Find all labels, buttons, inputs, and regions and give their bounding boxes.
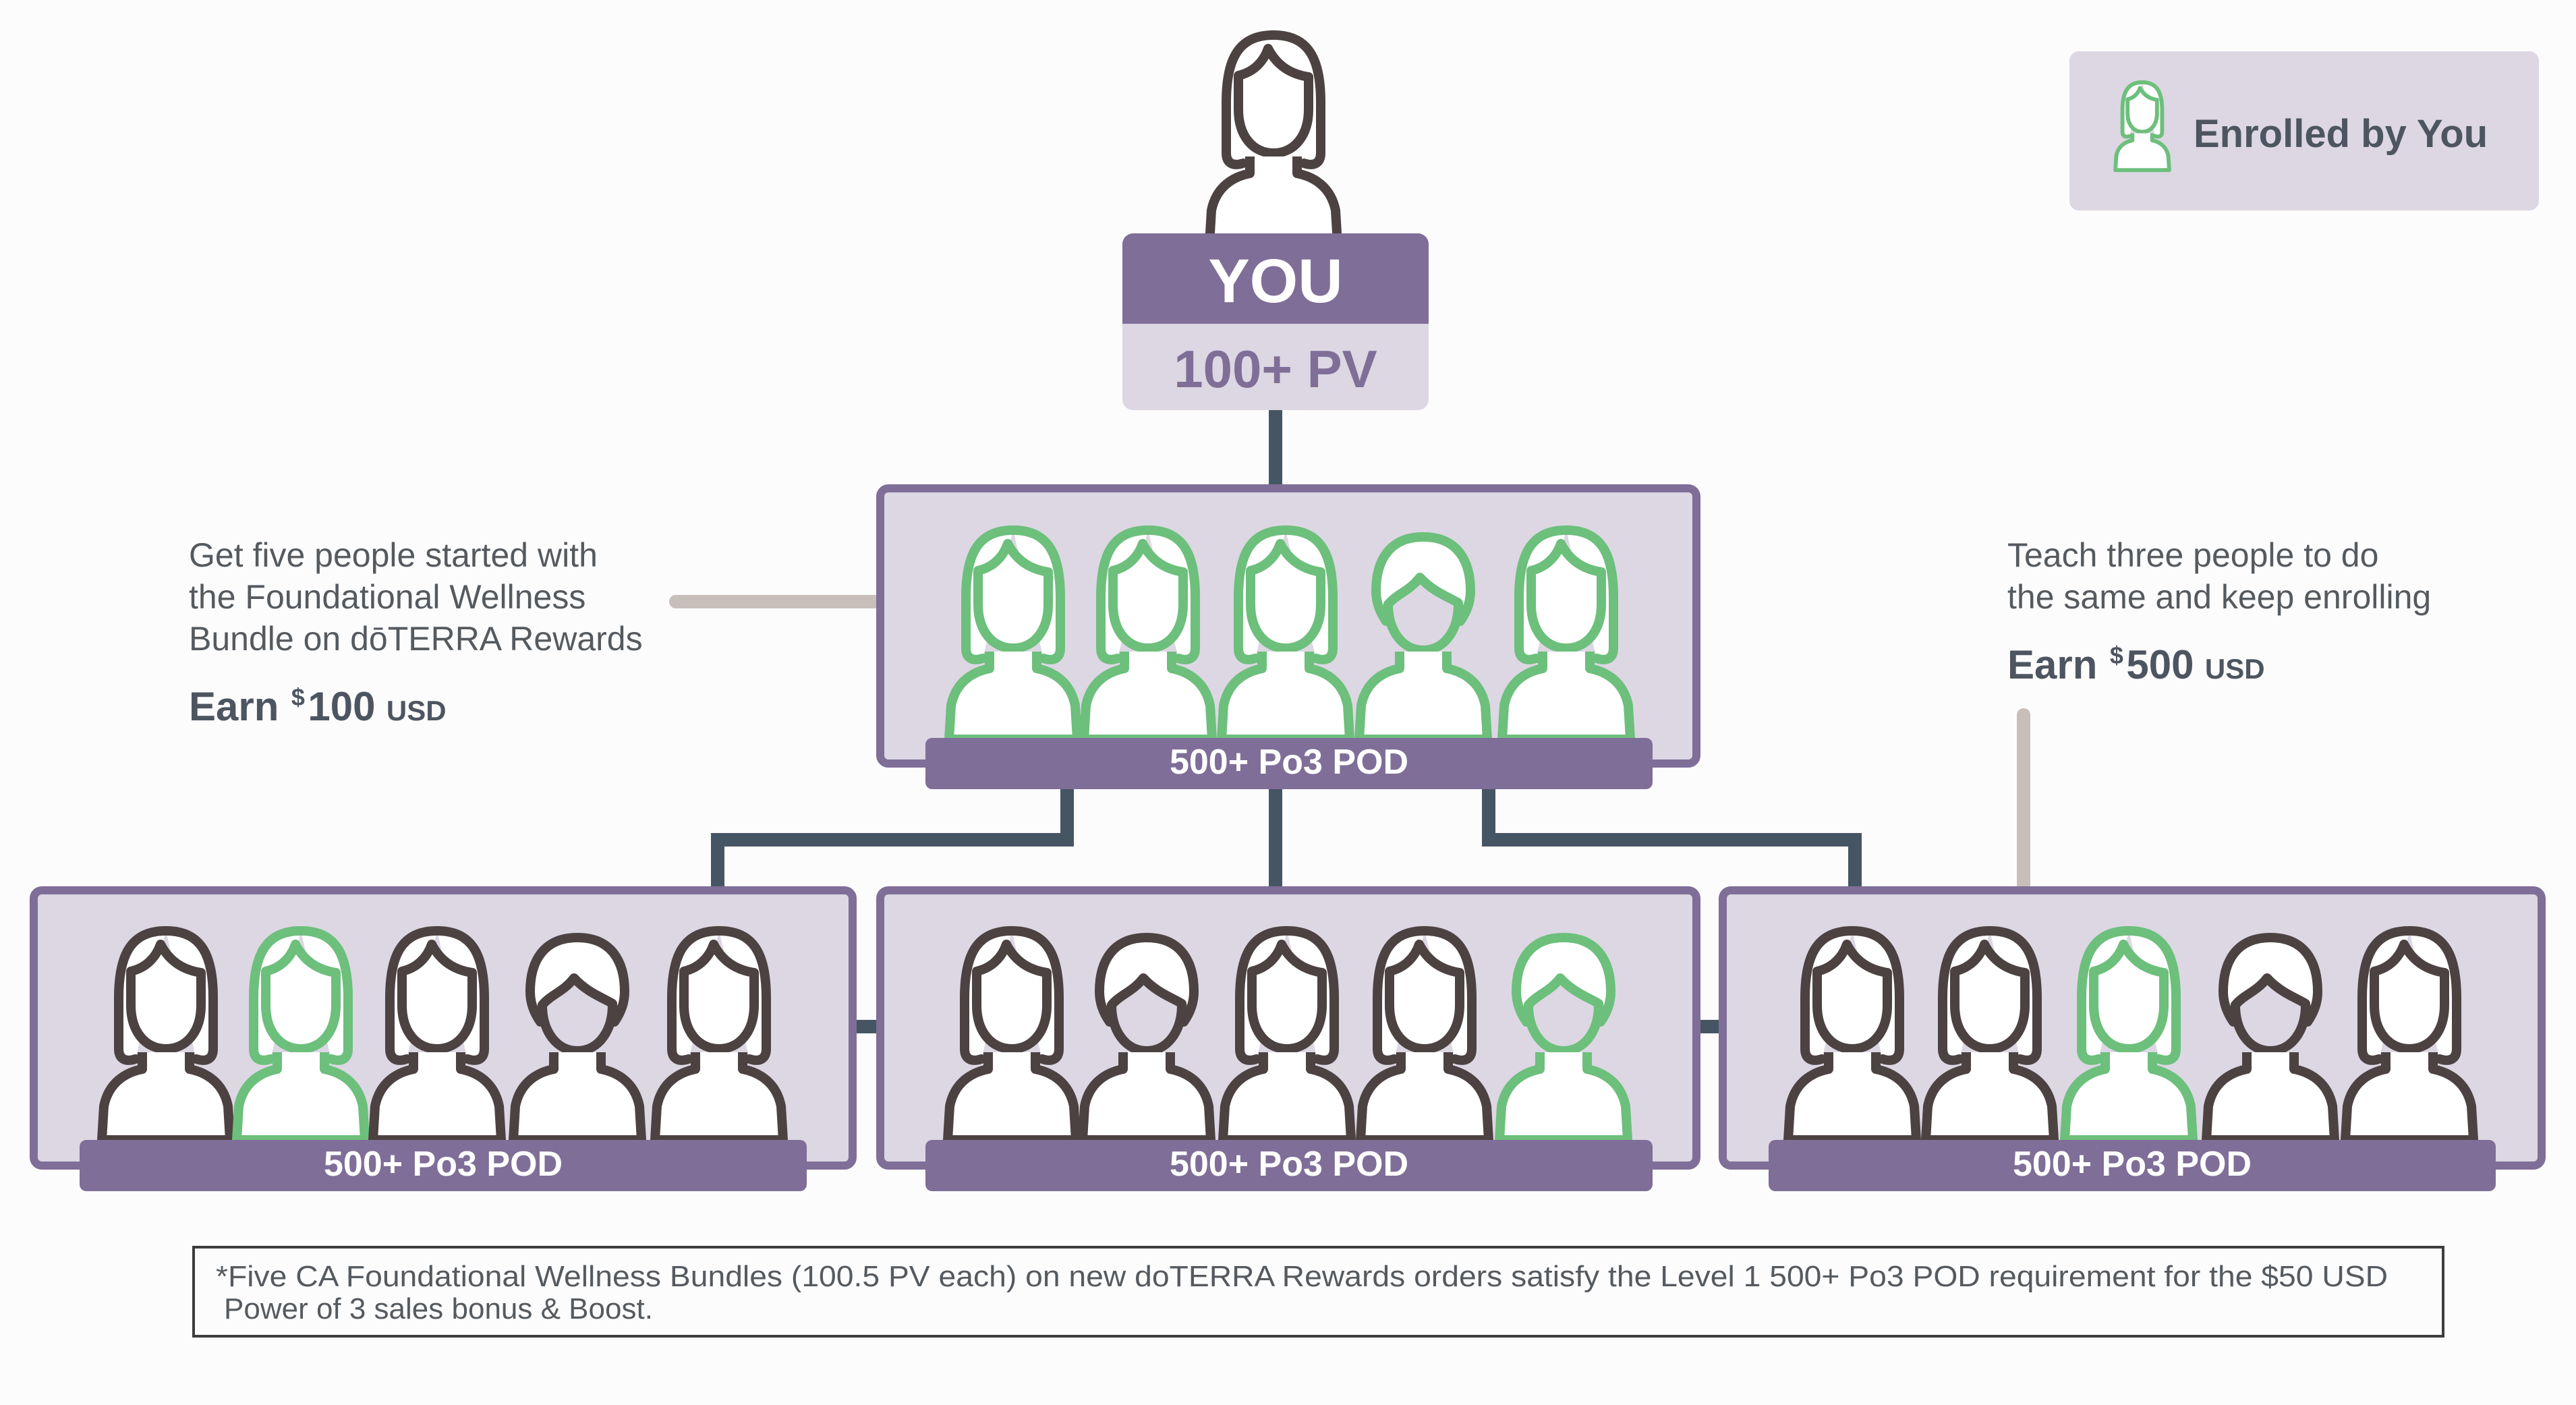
you-pv: 100+ PV	[1174, 339, 1377, 399]
left-note-line-2: the Foundational Wellness	[189, 578, 585, 616]
left-earn-word: Earn	[189, 684, 279, 729]
footnote: *Five CA Foundational Wellness Bundles (…	[192, 1246, 2444, 1338]
legend-label: Enrolled by You	[2194, 112, 2488, 156]
you-node: YOU 100+ PV	[1122, 35, 1429, 410]
legend-female-icon	[2115, 82, 2169, 170]
left-note: Get five people started with the Foundat…	[189, 536, 643, 729]
female-person-icon	[1502, 530, 1630, 739]
female-person-icon	[2345, 931, 2473, 1140]
female-person-icon	[237, 931, 365, 1140]
right-earn-amount: 500	[2126, 642, 2194, 687]
pod-bottom-right-members	[1788, 931, 2473, 1140]
connectors	[711, 410, 1862, 1033]
left-note-earn: Earn $ 100 USD	[189, 683, 447, 729]
right-earn-word: Earn	[2007, 642, 2097, 687]
pod-bottom-left: 500+ Po3 POD	[30, 886, 857, 1191]
right-earn-currency: $	[2110, 641, 2123, 669]
right-note: Teach three people to do the same and ke…	[2007, 536, 2431, 687]
you-female-icon	[1209, 35, 1338, 244]
left-note-line-3: Bundle on dōTERRA Rewards	[189, 620, 643, 658]
female-person-icon	[655, 931, 783, 1140]
pod-bottom-right: 500+ Po3 POD	[1719, 886, 2546, 1191]
female-person-icon	[102, 931, 230, 1140]
pod-bottom-middle-label: 500+ Po3 POD	[1170, 1145, 1408, 1184]
left-earn-currency: $	[291, 683, 305, 711]
left-earn-amount: 100	[308, 684, 375, 729]
right-note-earn: Earn $ 500 USD	[2007, 641, 2265, 687]
pod-bottom-left-label: 500+ Po3 POD	[324, 1145, 563, 1184]
female-person-icon	[1788, 931, 1916, 1140]
connector-pod-to-left	[711, 788, 1074, 889]
pod-top: 500+ Po3 POD	[876, 484, 1700, 789]
pod-bottom-left-members	[102, 931, 783, 1140]
note-lines	[669, 595, 2030, 896]
pod-top-label: 500+ Po3 POD	[1170, 743, 1408, 782]
pod-bottom-right-label: 500+ Po3 POD	[2013, 1145, 2252, 1184]
pod-bottom-middle: 500+ Po3 POD	[876, 886, 1700, 1191]
left-earn-unit: USD	[387, 695, 447, 726]
female-person-icon	[949, 530, 1077, 739]
female-person-icon	[1222, 530, 1350, 739]
female-person-icon	[2065, 931, 2193, 1140]
right-note-line-1: Teach three people to do	[2007, 536, 2378, 574]
left-note-line-1: Get five people started with	[189, 536, 598, 574]
female-person-icon	[1361, 931, 1489, 1140]
legend: Enrolled by You	[2069, 51, 2539, 210]
connector-pod-to-right	[1482, 788, 1862, 889]
pod-top-members	[949, 530, 1630, 739]
footnote-line-2: Power of 3 sales bonus & Boost.	[224, 1292, 653, 1325]
female-person-icon	[1084, 530, 1212, 739]
female-person-icon	[948, 931, 1076, 1140]
female-person-icon	[373, 931, 501, 1140]
footnote-line-1: *Five CA Foundational Wellness Bundles (…	[216, 1260, 2388, 1293]
female-person-icon	[1223, 931, 1351, 1140]
you-label: YOU	[1208, 247, 1342, 316]
female-person-icon	[1926, 931, 2054, 1140]
right-note-line-2: the same and keep enrolling	[2007, 578, 2431, 616]
right-earn-unit: USD	[2205, 653, 2265, 685]
